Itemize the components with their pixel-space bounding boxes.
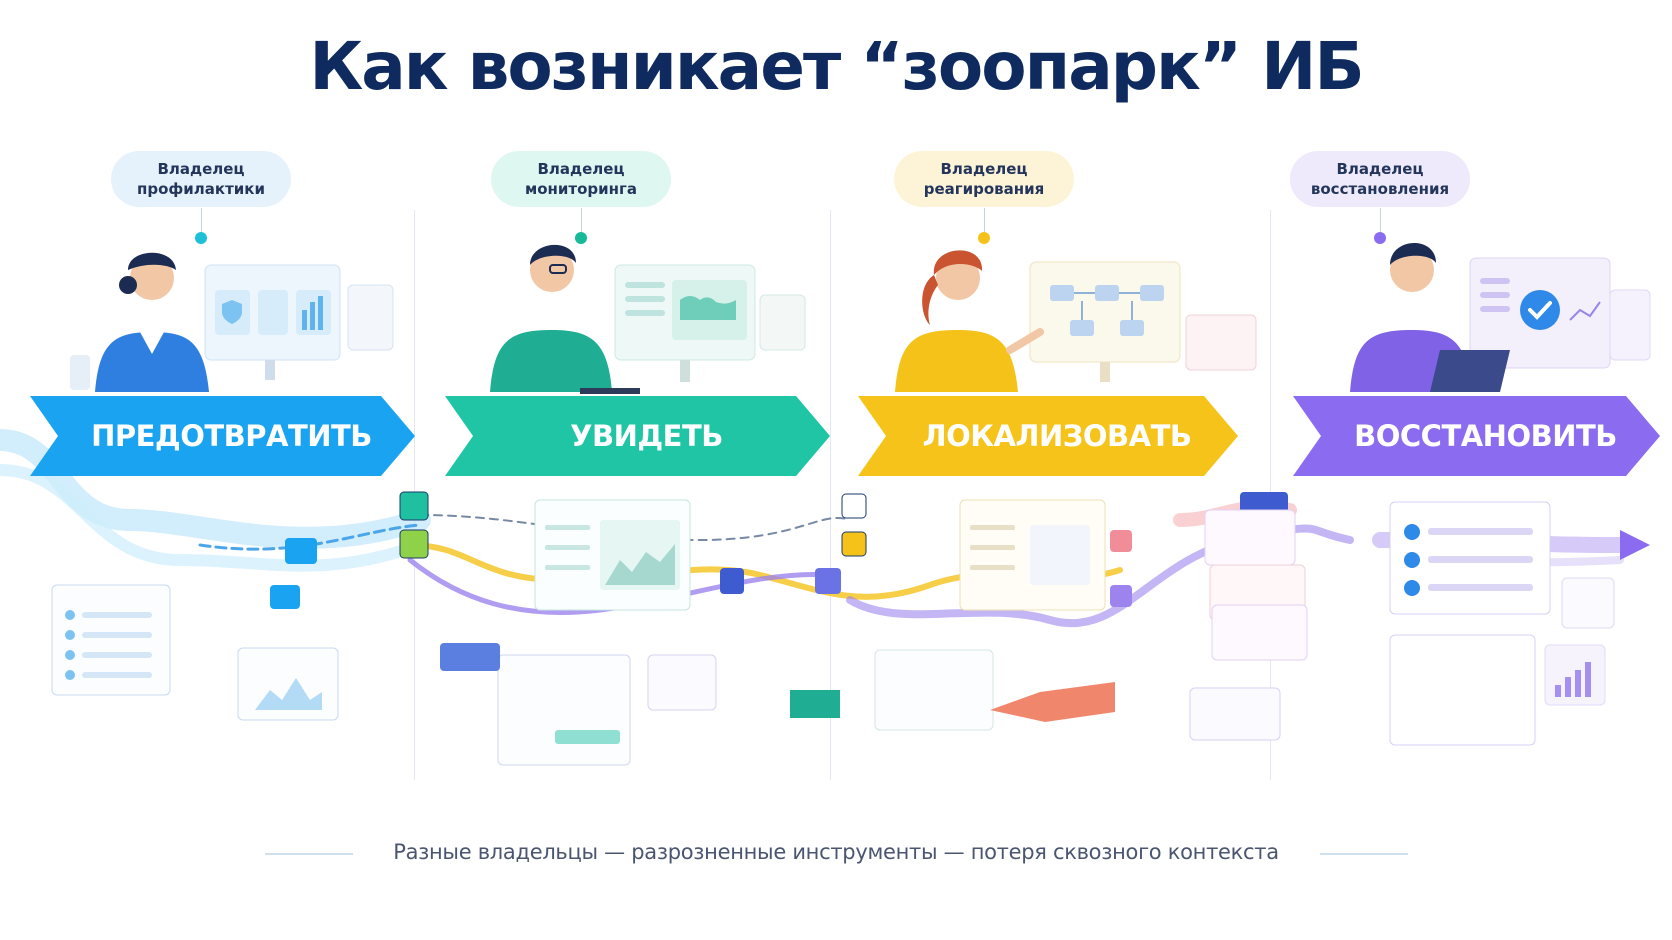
- pill-stem: [984, 208, 985, 232]
- stage-label-localize: ЛОКАЛИЗОВАТЬ: [922, 419, 1192, 453]
- stage-chevron-recover: ВОССТАНОВИТЬ: [1293, 396, 1660, 476]
- connector-nodes: [270, 491, 1288, 609]
- check-circle-icon: [1520, 290, 1560, 330]
- stage-chevron-see: УВИДЕТЬ: [445, 396, 830, 476]
- owner-pill-monitoring: Владелец мониторинга: [491, 151, 671, 207]
- pill-dot: [575, 232, 587, 244]
- tool-windows: [51, 499, 1615, 766]
- page-title: Как возникает “зоопарк” ИБ: [309, 28, 1364, 105]
- pill-dot: [1374, 232, 1386, 244]
- shield-icon: [222, 300, 242, 324]
- world-map-icon: [680, 296, 736, 320]
- stage-chevron-prevent: ПРЕДОТВРАТИТЬ: [30, 396, 415, 476]
- pill-dot: [195, 232, 207, 244]
- pill-stem: [581, 208, 582, 232]
- pill-stem: [201, 208, 202, 232]
- laptop-icon: [1430, 350, 1510, 392]
- owner-pill-prevention: Владелец профилактики: [111, 151, 291, 207]
- pill-dot: [978, 232, 990, 244]
- owner-pill-recovery: Владелец восстановления: [1290, 151, 1470, 207]
- stage-separator: [830, 210, 831, 780]
- owner-pill-response: Владелец реагирования: [894, 151, 1074, 207]
- pill-stem: [1380, 208, 1381, 232]
- analyst-illustration-response: [895, 250, 1257, 392]
- analyst-illustration-recovery: [1350, 242, 1651, 392]
- arrow-right-icon: [1620, 530, 1650, 560]
- stage-chevron-localize: ЛОКАЛИЗОВАТЬ: [858, 396, 1238, 476]
- footer-divider-left: [265, 853, 353, 855]
- footer-caption: Разные владельцы — разрозненные инструме…: [393, 840, 1279, 864]
- analyst-illustration-monitoring: [490, 244, 806, 394]
- stage-label-prevent: ПРЕДОТВРАТИТЬ: [91, 419, 372, 453]
- stage-label-see: УВИДЕТЬ: [570, 419, 723, 453]
- stage-label-recover: ВОССТАНОВИТЬ: [1354, 419, 1617, 453]
- footer-divider-right: [1320, 853, 1408, 855]
- analyst-illustration-prevention: [70, 252, 394, 392]
